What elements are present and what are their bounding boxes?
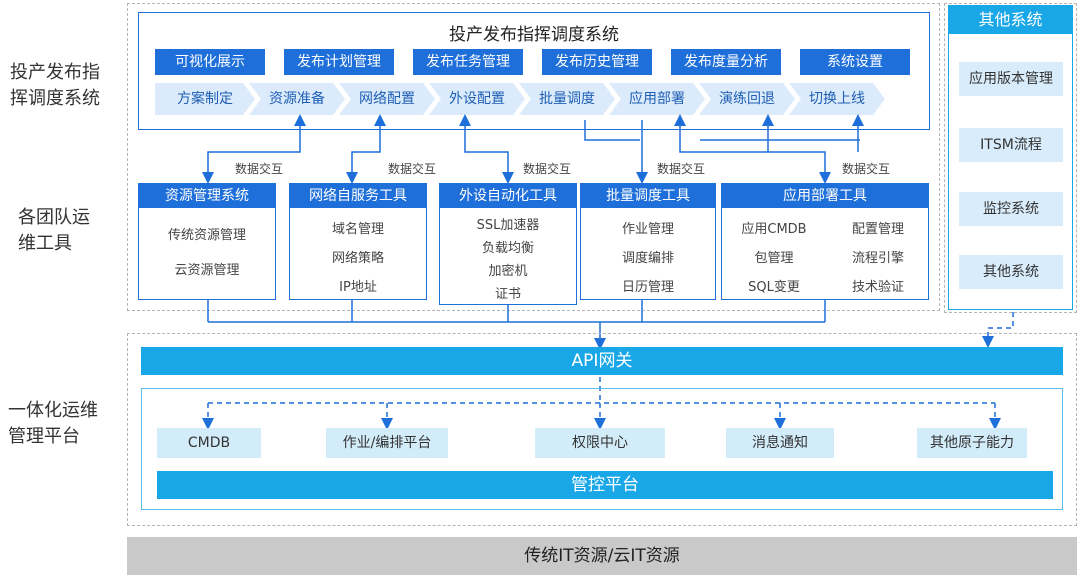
step-rollback: 演练回退 bbox=[699, 83, 795, 115]
deploy-items-left: 应用CMDB 包管理 SQL变更 bbox=[722, 218, 826, 295]
step-network: 网络配置 bbox=[339, 83, 435, 115]
data-exchange-label-2: 数据交互 bbox=[388, 162, 437, 176]
upper-dashed-region bbox=[127, 3, 940, 311]
tool-item: 日历管理 bbox=[621, 280, 674, 295]
other-systems-dashed-region bbox=[944, 3, 1077, 313]
step-deploy: 应用部署 bbox=[609, 83, 705, 115]
release-metrics-button[interactable]: 发布度量分析 bbox=[671, 49, 781, 75]
tool-item: IP地址 bbox=[339, 280, 377, 295]
network-self-service-tool[interactable]: 网络自服务工具 域名管理 网络策略 IP地址 bbox=[289, 183, 427, 300]
tool-item: 网络策略 bbox=[331, 251, 384, 266]
it-resources-bar: 传统IT资源/云IT资源 bbox=[127, 537, 1077, 575]
batch-scheduling-tool[interactable]: 批量调度工具 作业管理 调度编排 日历管理 bbox=[580, 183, 716, 300]
message-notification-service[interactable]: 消息通知 bbox=[726, 428, 834, 458]
tool-title: 外设自动化工具 bbox=[440, 184, 576, 208]
other-system[interactable]: 其他系统 bbox=[959, 255, 1063, 289]
step-plan: 方案制定 bbox=[155, 83, 255, 115]
tool-item: 包管理 bbox=[754, 251, 794, 266]
tool-item: 传统资源管理 bbox=[167, 228, 246, 243]
data-exchange-label-4: 数据交互 bbox=[657, 162, 706, 176]
other-atomic-capabilities-service[interactable]: 其他原子能力 bbox=[917, 428, 1027, 458]
resource-management-tool[interactable]: 资源管理系统 传统资源管理 云资源管理 bbox=[138, 183, 276, 300]
step-resource: 资源准备 bbox=[249, 83, 345, 115]
tool-item: 应用CMDB bbox=[741, 222, 807, 237]
label-publish-system: 投产发布指挥调度系统 bbox=[10, 62, 100, 109]
app-version-management[interactable]: 应用版本管理 bbox=[959, 62, 1063, 96]
step-batch: 批量调度 bbox=[519, 83, 615, 115]
tool-title: 资源管理系统 bbox=[139, 184, 275, 208]
release-plan-button[interactable]: 发布计划管理 bbox=[284, 49, 394, 75]
tool-item: 作业管理 bbox=[621, 222, 674, 237]
tool-item: 配置管理 bbox=[851, 222, 904, 237]
data-exchange-label-1: 数据交互 bbox=[235, 162, 284, 176]
release-task-button[interactable]: 发布任务管理 bbox=[413, 49, 523, 75]
deploy-items-right: 配置管理 流程引擎 技术验证 bbox=[826, 218, 930, 295]
tool-item: 流程引擎 bbox=[851, 251, 904, 266]
tool-item: 云资源管理 bbox=[174, 263, 240, 278]
control-platform[interactable]: 管控平台 bbox=[157, 471, 1053, 499]
monitoring-system[interactable]: 监控系统 bbox=[959, 192, 1063, 226]
platform-dashed-region bbox=[127, 333, 1077, 526]
label-integrated-platform: 一体化运维管理平台 bbox=[8, 400, 98, 447]
tool-title: 应用部署工具 bbox=[722, 184, 928, 208]
tool-item: 负载均衡 bbox=[481, 241, 534, 256]
tool-item: 证书 bbox=[494, 287, 521, 302]
publish-system-title: 投产发布指挥调度系统 bbox=[449, 25, 619, 45]
api-gateway[interactable]: API网关 bbox=[141, 347, 1063, 375]
cmdb-service[interactable]: CMDB bbox=[157, 428, 261, 458]
data-exchange-label-3: 数据交互 bbox=[523, 162, 572, 176]
tool-item: 调度编排 bbox=[621, 251, 674, 266]
job-orchestration-service[interactable]: 作业/编排平台 bbox=[326, 428, 448, 458]
tool-title: 批量调度工具 bbox=[581, 184, 715, 208]
tool-item: SSL加速器 bbox=[476, 218, 540, 233]
label-team-tools: 各团队运维工具 bbox=[18, 207, 90, 254]
peripheral-automation-tool[interactable]: 外设自动化工具 SSL加速器 负载均衡 加密机 证书 bbox=[439, 183, 577, 305]
platform-inner-panel bbox=[141, 388, 1063, 510]
system-settings-button[interactable]: 系统设置 bbox=[800, 49, 910, 75]
step-peripheral: 外设配置 bbox=[429, 83, 525, 115]
process-steps: 方案制定 资源准备 网络配置 外设配置 批量调度 应用部署 演练回退 切换上线 bbox=[155, 83, 915, 115]
itsm-process[interactable]: ITSM流程 bbox=[959, 128, 1063, 162]
step-switch: 切换上线 bbox=[789, 83, 885, 115]
tool-item: 域名管理 bbox=[331, 222, 384, 237]
permission-center-service[interactable]: 权限中心 bbox=[535, 428, 665, 458]
other-systems-title: 其他系统 bbox=[949, 6, 1072, 34]
app-deployment-tool[interactable]: 应用部署工具 应用CMDB 包管理 SQL变更 配置管理 流程引擎 技术验证 bbox=[721, 183, 929, 300]
tool-item: 技术验证 bbox=[851, 280, 904, 295]
data-exchange-label-5: 数据交互 bbox=[842, 162, 891, 176]
visual-display-button[interactable]: 可视化展示 bbox=[155, 49, 265, 75]
release-history-button[interactable]: 发布历史管理 bbox=[542, 49, 652, 75]
tool-title: 网络自服务工具 bbox=[290, 184, 426, 208]
tool-item: SQL变更 bbox=[748, 280, 800, 295]
tool-item: 加密机 bbox=[488, 264, 528, 279]
